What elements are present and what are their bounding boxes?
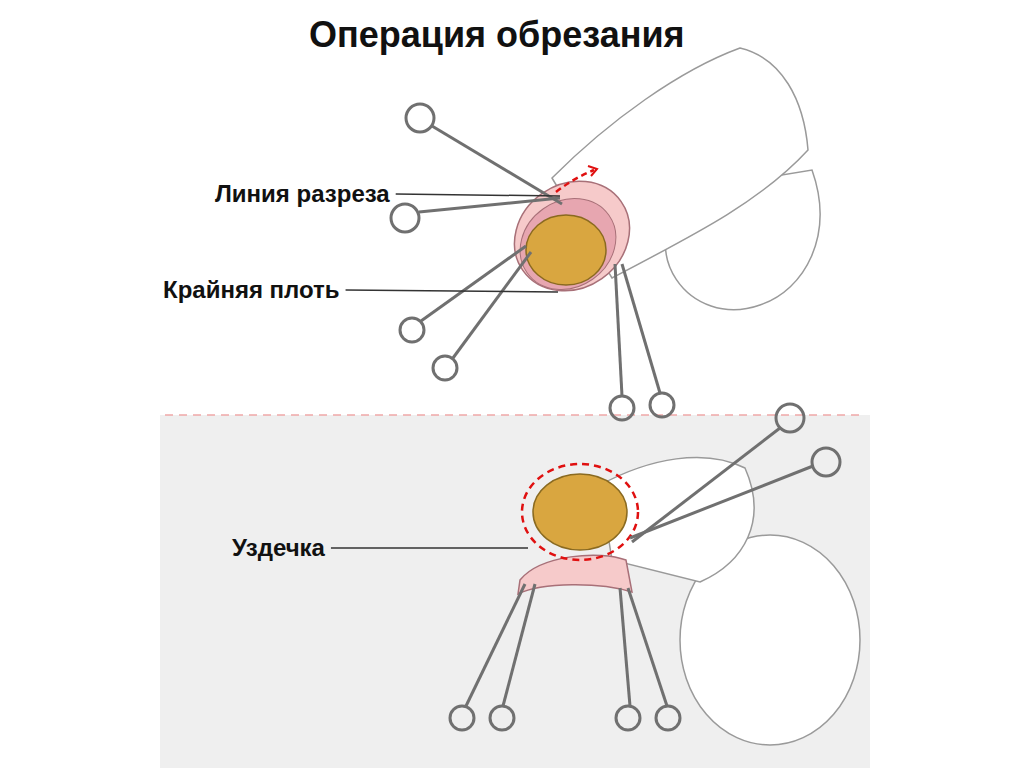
bottom-scissors-part: [630, 466, 813, 538]
leader-lines: [331, 194, 560, 548]
leader-line: [396, 194, 560, 196]
bottom-figure-part: [522, 464, 638, 560]
bottom-clamps: [450, 584, 680, 730]
leader-line: [346, 290, 558, 292]
bottom-clamps-part: [466, 584, 525, 706]
top-figure-part: [502, 180, 633, 308]
bottom-clamps-part: [450, 706, 474, 730]
bottom-clamps-part: [656, 706, 680, 730]
top-clamps-part: [421, 246, 526, 321]
bottom-clamps-part: [620, 588, 630, 706]
bottom-scissors-part: [776, 404, 804, 432]
bottom-scissors-part: [812, 448, 840, 476]
bottom-figure-part: [533, 474, 627, 550]
bottom-clamps-part: [628, 588, 667, 706]
diagram-title: Операция обрезания: [309, 14, 685, 56]
top-scissors: [391, 104, 562, 232]
top-clamps-part: [610, 396, 634, 420]
top-clamps-part: [400, 318, 424, 342]
top-clamps-part: [433, 356, 457, 380]
top-figure-part: [493, 159, 651, 313]
top-clamps-part: [650, 393, 674, 417]
part-label: Крайняя плоть: [163, 276, 340, 304]
top-scissors-part: [419, 198, 560, 212]
top-figure-part: [588, 166, 597, 176]
leader-line: [331, 547, 528, 549]
part-label: Уздечка: [232, 534, 325, 562]
top-figure: [493, 48, 820, 313]
top-clamps-part: [615, 264, 622, 396]
bottom-scissors-part: [632, 428, 780, 542]
top-clamps-part: [622, 264, 660, 393]
part-label: Линия разреза: [215, 180, 390, 208]
top-clamps-part: [453, 252, 531, 358]
bottom-figure: [518, 457, 860, 745]
bottom-clamps-part: [490, 706, 514, 730]
top-scissors-part: [432, 126, 562, 204]
top-clamps: [400, 246, 674, 420]
bottom-scissors: [630, 404, 840, 542]
top-scissors-part: [406, 104, 434, 132]
top-figure-part: [526, 215, 606, 285]
top-scissors-part: [391, 204, 419, 232]
bottom-clamps-part: [616, 706, 640, 730]
bottom-clamps-part: [503, 584, 535, 706]
panel-divider: [165, 414, 860, 416]
lower-panel: [160, 415, 870, 768]
top-figure-part: [556, 170, 594, 192]
